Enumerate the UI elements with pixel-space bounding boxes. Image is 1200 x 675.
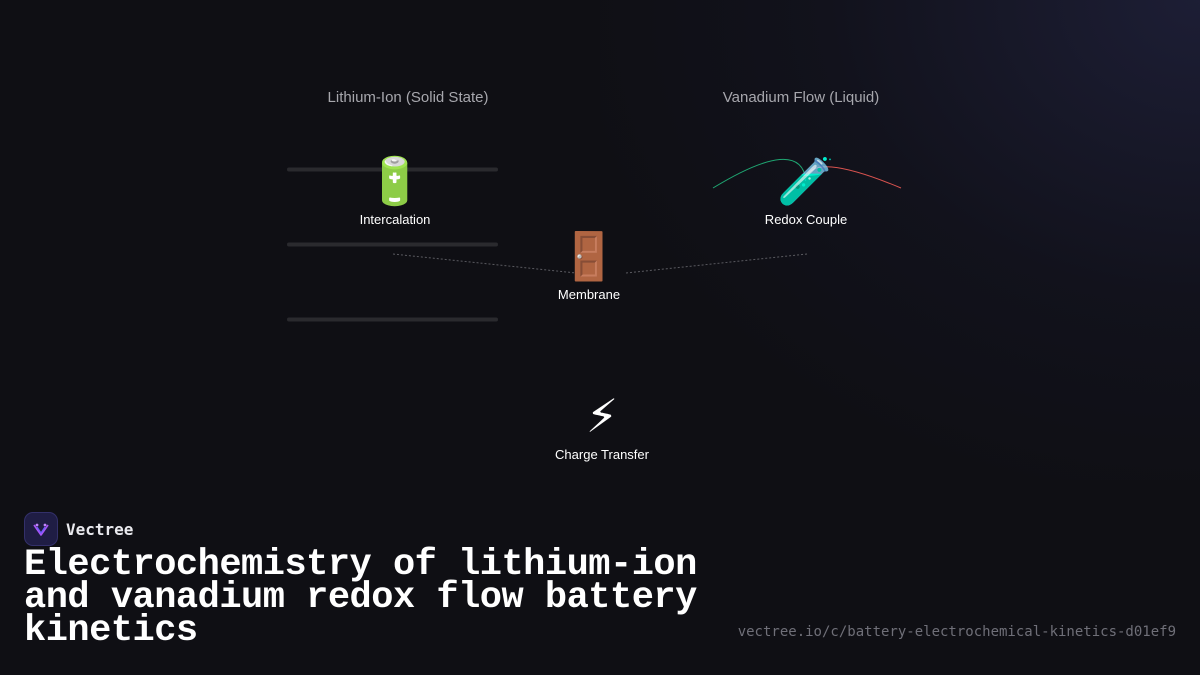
- brand: Vectree: [24, 512, 133, 546]
- door-icon: 🚪: [560, 230, 618, 282]
- battery-icon: 🔋: [366, 155, 424, 207]
- node-charge-transfer-label: Charge Transfer: [555, 447, 649, 462]
- page-title: Electrochemistry of lithium-ion and vana…: [24, 544, 697, 652]
- node-membrane-label: Membrane: [557, 287, 621, 302]
- connector-membrane-redox: [625, 253, 808, 274]
- section-title-lithium-ion: Lithium-Ion (Solid State): [327, 89, 489, 106]
- brand-name: Vectree: [66, 519, 134, 539]
- vectree-logo-mark: [33, 523, 49, 536]
- section-title-vanadium-flow: Vanadium Flow (Liquid): [722, 89, 880, 106]
- test-tube-icon: 🧪: [777, 155, 835, 207]
- node-charge-transfer: ⚡ Charge Transfer: [555, 391, 649, 462]
- node-intercalation: 🔋 Intercalation: [360, 156, 431, 227]
- connector-intercalation-membrane: [392, 253, 577, 274]
- lightning-icon: ⚡: [585, 390, 619, 442]
- node-redox-couple: 🧪 Redox Couple: [765, 156, 847, 227]
- page-url: vectree.io/c/battery-electrochemical-kin…: [737, 624, 1176, 640]
- node-intercalation-label: Intercalation: [359, 212, 431, 227]
- flow-curve-green: [712, 159, 807, 189]
- node-redox-couple-label: Redox Couple: [764, 212, 848, 227]
- flow-curve-red: [805, 166, 902, 189]
- vectree-logo-icon: [24, 512, 58, 546]
- node-membrane: 🚪 Membrane: [558, 231, 620, 302]
